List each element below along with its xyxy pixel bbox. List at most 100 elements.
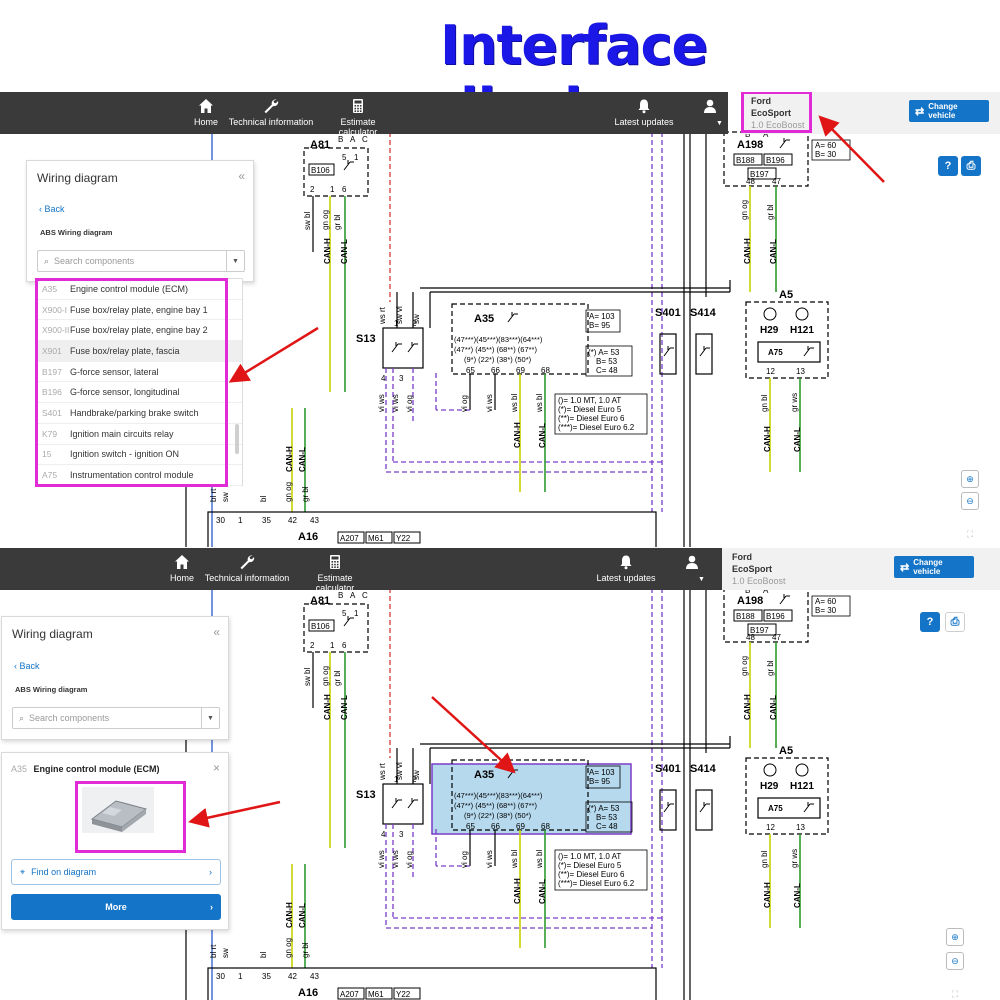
- fullscreen-button[interactable]: ⛶: [946, 985, 964, 1000]
- s401-label: S401: [655, 763, 681, 775]
- s401-box: [659, 333, 677, 375]
- a35-wire-label: ws bl: [535, 850, 544, 869]
- legend-line: (*)= Diesel Euro 5: [558, 861, 622, 870]
- legend-line: (**)= Diesel Euro 6: [558, 414, 625, 423]
- arrow-to-vehicle: [818, 115, 885, 183]
- nav-technical[interactable]: Technical information: [204, 554, 290, 583]
- legend-line: ()= 1.0 MT, 1.0 AT: [558, 852, 621, 861]
- component-code: B196: [42, 387, 62, 398]
- wrench-icon: [240, 555, 255, 570]
- find-on-diagram-button[interactable]: ⌖ Find on diagram ›: [11, 859, 221, 885]
- nav-estimate-label: Estimate calculator: [315, 573, 355, 593]
- zoom-in-button[interactable]: ⊕: [961, 470, 979, 488]
- h121-symbol: [795, 307, 809, 321]
- a198-can-label: CAN-H: [743, 238, 752, 264]
- collapse-icon[interactable]: «: [213, 625, 220, 639]
- a35-codes-row3: (9*) (22*) (38*) (50*): [464, 811, 532, 820]
- change-vehicle-button[interactable]: ⇄ Change vehicle: [909, 100, 989, 122]
- a16-can-label: CAN-L: [298, 447, 307, 472]
- chevron-down-icon: ▼: [716, 120, 723, 127]
- scrollbar-thumb[interactable]: [235, 424, 239, 454]
- component-code: S401: [42, 407, 62, 418]
- highlight-vehicle-box: [741, 92, 812, 133]
- fullscreen-button[interactable]: ⛶: [961, 525, 979, 543]
- a5-pin: 12: [766, 823, 775, 832]
- s13-wire-label: ws rt: [378, 762, 387, 781]
- legend-line: (**)= Diesel Euro 6: [558, 870, 625, 879]
- a16-ref: M61: [368, 990, 384, 999]
- change-vehicle-button[interactable]: ⇄ Change vehicle: [894, 556, 974, 578]
- a198-label: A198: [737, 595, 763, 607]
- back-link[interactable]: ‹ Back: [14, 661, 40, 671]
- zoom-out-button[interactable]: ⊖: [946, 952, 964, 970]
- component-detail-card: A35 Engine control module (ECM) × ⌖ Find…: [1, 752, 229, 930]
- print-icon: ⎙: [950, 615, 960, 628]
- a16-label: A16: [298, 987, 318, 999]
- dropdown-chevron-icon[interactable]: ▼: [226, 251, 244, 271]
- nav-estimate[interactable]: Estimate calculator: [297, 554, 373, 593]
- switch-symbol: [803, 346, 814, 357]
- search-components-input[interactable]: ⌕ Search components ▼: [37, 250, 245, 272]
- nav-technical[interactable]: Technical information: [228, 98, 314, 127]
- print-button[interactable]: ⎙: [945, 612, 965, 632]
- a16-ref-box: [365, 987, 393, 1000]
- collapse-icon[interactable]: «: [238, 169, 245, 183]
- chevron-right-icon: ›: [209, 867, 212, 877]
- vehicle-make: Ford: [732, 552, 752, 562]
- s13-wire-label: vi ws: [391, 850, 400, 868]
- ecm-image: [82, 787, 154, 833]
- search-placeholder: Search components: [29, 713, 110, 723]
- nav-updates[interactable]: Latest updates: [612, 98, 676, 127]
- highlight-ecm-image: [75, 781, 186, 853]
- a35-pin: 66: [491, 366, 500, 375]
- zoom-in-button[interactable]: ⊕: [946, 928, 964, 946]
- a5-wire-label: gr ws: [790, 849, 799, 868]
- more-button[interactable]: More ›: [11, 894, 221, 920]
- a35-range: A= 103: [589, 768, 615, 777]
- a5-can-label: CAN-L: [793, 883, 802, 908]
- s13-wire-label: sw vi: [395, 762, 404, 780]
- component-list-item[interactable]: S401 Handbrake/parking brake switch: [36, 403, 242, 424]
- s13-wire-label: ws rt: [378, 306, 387, 325]
- user-menu[interactable]: ▼: [676, 554, 708, 583]
- search-components-input[interactable]: ⌕ Search components ▼: [12, 707, 220, 729]
- user-menu[interactable]: ▼: [694, 98, 726, 127]
- switch-symbol: [699, 346, 710, 357]
- a81-label: A81: [310, 139, 330, 151]
- a198-range: B= 30: [815, 606, 837, 615]
- a81-wire-label: gr bl: [333, 670, 342, 686]
- help-button[interactable]: ?: [920, 612, 940, 632]
- switch-symbol: [343, 160, 354, 171]
- zoom-out-button[interactable]: ⊖: [961, 492, 979, 510]
- a35-codes-row1: (47***)(45***)(83***)(64***): [454, 791, 543, 800]
- nav-home[interactable]: Home: [166, 554, 198, 583]
- nav-technical-label: Technical information: [228, 117, 314, 127]
- nav-estimate[interactable]: Estimate calculator: [320, 98, 396, 137]
- calculator-icon: [353, 99, 363, 113]
- dropdown-chevron-icon[interactable]: ▼: [201, 708, 219, 728]
- back-link[interactable]: ‹ Back: [39, 204, 65, 214]
- print-button[interactable]: ⎙: [961, 156, 981, 176]
- close-icon[interactable]: ×: [212, 761, 220, 775]
- component-code: X901: [42, 345, 62, 356]
- component-name: Handbrake/parking brake switch: [70, 407, 199, 418]
- s13-pin: 3: [399, 374, 404, 383]
- component-name: G-force sensor, longitudinal: [70, 387, 180, 398]
- help-button[interactable]: ?: [938, 156, 958, 176]
- search-placeholder: Search components: [54, 256, 135, 266]
- nav-updates[interactable]: Latest updates: [594, 554, 658, 583]
- bell-icon: [620, 555, 632, 570]
- s13-wire-label: sw: [412, 314, 421, 324]
- chevron-right-icon: ›: [210, 902, 213, 912]
- nav-home[interactable]: Home: [190, 98, 222, 127]
- component-list-item[interactable]: B196 G-force sensor, longitudinal: [36, 382, 242, 404]
